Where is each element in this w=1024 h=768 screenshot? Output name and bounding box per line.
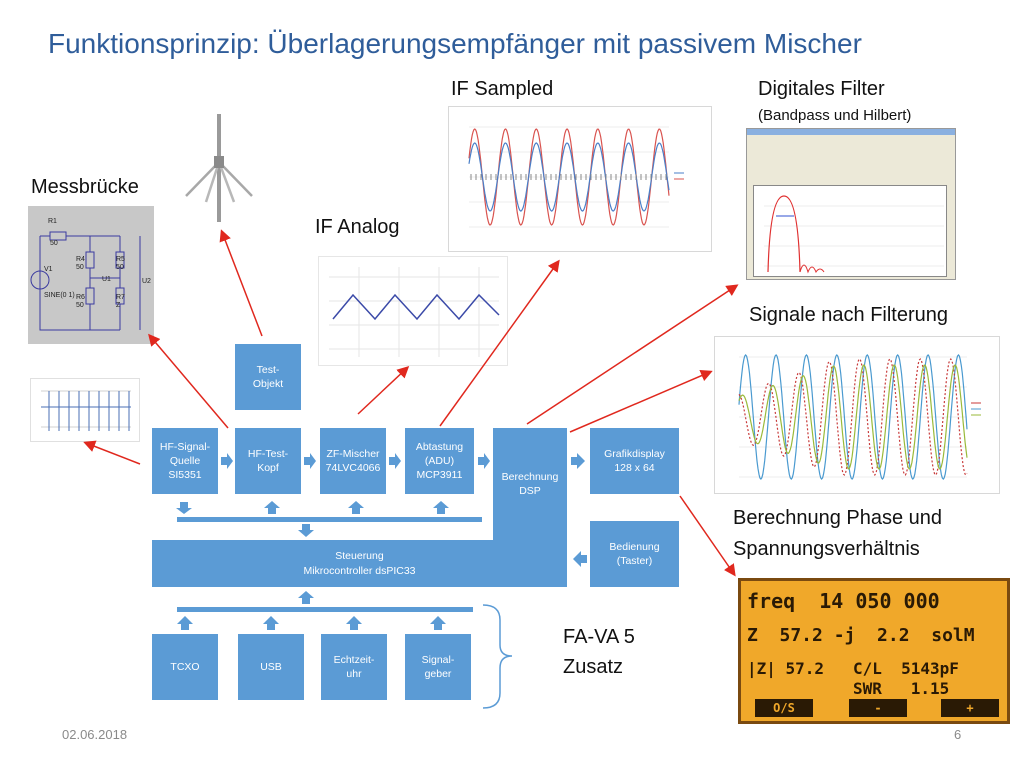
arrow-tcxo xyxy=(177,616,193,630)
u2-label: U2 xyxy=(142,278,151,285)
v1-label: V1 xyxy=(44,266,53,273)
if-analog-plot xyxy=(318,256,508,366)
block-signalgeber: Signal- geber xyxy=(405,634,471,700)
block-hf-signal-quelle: HF-Signal- Quelle SI5351 xyxy=(152,428,218,494)
arrow-hf-to-test xyxy=(221,453,233,469)
lcd-row-swr: SWR 1.15 xyxy=(747,679,950,698)
arrow-to-if-sampled xyxy=(439,259,560,427)
digital-filter-window xyxy=(746,128,956,280)
arrow-adc-to-dsp xyxy=(478,453,490,469)
bridge-circuit-panel: R1 50 R4 50 R5 50 R6 50 R7 Z V1 SINE(0 1… xyxy=(28,206,154,344)
footer-page-number: 6 xyxy=(954,727,962,742)
lcd-display: freq 14 050 000 Z 57.2 -j 2.2 solM |Z| 5… xyxy=(738,578,1010,724)
arrow-echtzeituhr xyxy=(346,616,362,630)
footer-date: 02.06.2018 xyxy=(62,727,128,742)
arrow-bus-hf xyxy=(176,502,192,514)
arrow-to-lcd xyxy=(679,495,736,577)
arrow-to-antenna xyxy=(219,229,263,337)
antenna-image xyxy=(185,114,253,222)
upper-bus-bar xyxy=(177,517,482,522)
if-sampled-plot xyxy=(448,106,712,252)
filter-response-graphic xyxy=(764,195,944,274)
lcd-row-z: Z 57.2 -j 2.2 solM xyxy=(747,625,975,646)
arrow-to-if-analog xyxy=(357,365,410,415)
r7-label: R7 xyxy=(116,294,125,301)
blue-arrows xyxy=(176,453,587,630)
red-arrows xyxy=(83,229,739,577)
block-abtastung: Abtastung (ADU) MCP3911 xyxy=(405,428,474,494)
arrow-to-digital-filter xyxy=(526,284,739,425)
label-messbruecke: Messbrücke xyxy=(31,176,139,198)
slide-title: Funktionsprinzip: Überlagerungsempfänger… xyxy=(48,28,862,59)
label-berechnung-phase: Berechnung Phase und xyxy=(733,507,943,529)
arrow-bus-test xyxy=(264,501,280,514)
arrow-to-hf-plot xyxy=(83,440,141,465)
lcd-row-freq: freq 14 050 000 xyxy=(747,589,940,613)
arrow-dsp-to-display xyxy=(571,453,585,469)
arrow-bus-adc xyxy=(433,501,449,514)
r6-value: 50 xyxy=(76,302,84,309)
arrow-bus-zf xyxy=(348,501,364,514)
if-analog-plot-graphic xyxy=(329,267,500,357)
arrow-to-messbruecke xyxy=(148,333,229,429)
block-steuerung: Steuerung Mikrocontroller dsPIC33 xyxy=(152,540,567,587)
block-usb: USB xyxy=(238,634,304,700)
arrow-bedienung-to-steuerung xyxy=(573,551,587,567)
zusatz-brace xyxy=(482,604,513,709)
label-signale-nach-filterung: Signale nach Filterung xyxy=(749,304,949,326)
if-sampled-plot-graphic xyxy=(468,126,684,228)
lcd-row-abs-z: |Z| 57.2 C/L 5143pF xyxy=(747,659,959,678)
filtered-signals-graphic xyxy=(738,354,981,480)
r5-value: 50 xyxy=(116,264,124,271)
r5-label: R5 xyxy=(116,256,125,263)
label-if-sampled: IF Sampled xyxy=(451,78,554,100)
label-fava: FA-VA 5 xyxy=(563,626,635,648)
label-if-analog: IF Analog xyxy=(315,216,400,238)
lcd-button-minus[interactable]: - xyxy=(849,699,907,717)
block-hf-test-kopf: HF-Test- Kopf xyxy=(235,428,301,494)
r1-label: R1 xyxy=(48,218,57,225)
arrow-zf-to-adc xyxy=(389,453,401,469)
filtered-signals-plot xyxy=(714,336,1000,494)
block-bedienung: Bedienung (Taster) xyxy=(590,521,679,587)
arrow-usb xyxy=(263,616,279,630)
lcd-button-os[interactable]: O/S xyxy=(755,699,813,717)
block-echtzeituhr: Echtzeit- uhr xyxy=(321,634,387,700)
r4-value: 50 xyxy=(76,264,84,271)
r7-value: Z xyxy=(116,302,121,309)
block-berechnung-dsp: Berechnung DSP xyxy=(493,428,567,540)
label-digitales-filter-sub: (Bandpass und Hilbert) xyxy=(758,107,912,124)
r6-label: R6 xyxy=(76,294,85,301)
block-grafikdisplay: Grafikdisplay 128 x 64 xyxy=(590,428,679,494)
arrow-bus-down-steuerung xyxy=(298,524,314,537)
filter-window-titlebar xyxy=(747,129,955,135)
lower-bus-bar xyxy=(177,607,473,612)
label-spannungsverhaeltnis: Spannungsverhältnis xyxy=(733,538,920,560)
r4-label: R4 xyxy=(76,256,85,263)
label-digitales-filter: Digitales Filter xyxy=(758,78,885,100)
hf-signal-plot-graphic xyxy=(41,390,131,431)
arrow-signalgeber xyxy=(430,616,446,630)
r1-value: 50 xyxy=(50,240,58,247)
block-zf-mischer: ZF-Mischer 74LVC4066 xyxy=(320,428,386,494)
u1-label: U1 xyxy=(102,276,111,283)
arrow-to-filtered-signals xyxy=(569,370,713,433)
lcd-button-plus[interactable]: + xyxy=(941,699,999,717)
sine-label: SINE(0 1) xyxy=(44,292,75,299)
label-zusatz: Zusatz xyxy=(563,656,624,678)
filter-response-plot xyxy=(753,185,947,277)
block-tcxo: TCXO xyxy=(152,634,218,700)
arrow-test-to-zf xyxy=(304,453,316,469)
arrow-steuerung-to-lower-bus xyxy=(298,591,314,604)
bridge-circuit-schematic xyxy=(30,231,141,331)
block-test-objekt: Test- Objekt xyxy=(235,344,301,410)
